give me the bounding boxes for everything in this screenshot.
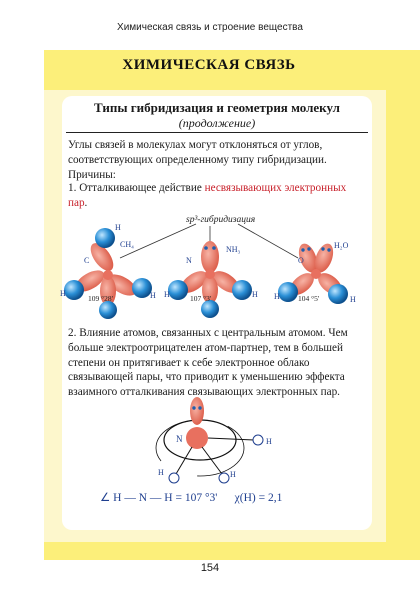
hydrogen-atom (201, 300, 219, 318)
hydrogen-atom (168, 280, 188, 300)
ch4-angle: 109 °28' (88, 294, 114, 303)
angle-formula-line: ∠ H — N — H = 107 °3' χ(H) = 2,1 (100, 490, 360, 504)
orbital-lobe (202, 276, 218, 304)
page-number: 154 (200, 562, 220, 574)
lone-pair-orbital (201, 241, 219, 273)
lone-pair-electron (327, 248, 331, 252)
nh3-h-left: H (164, 290, 170, 299)
hydrogen-atom (278, 282, 298, 302)
hydrogen-atom (328, 284, 348, 304)
nh3-formula: NH₃ (226, 245, 241, 254)
lone-pair-electron (204, 246, 208, 250)
section-subtitle: (продолжение) (178, 116, 256, 130)
molecule-ch4: CH₄ C H H H 109 °28' (60, 223, 156, 319)
molecule-h2o: H₂O O H H 104 °5' (274, 241, 356, 304)
intro-paragraph: Углы связей в молекулах могут отклонятьс… (68, 139, 327, 181)
h2o-formula: H₂O (334, 241, 349, 250)
chapter-banner (44, 50, 420, 90)
molecule-nh3: NH₃ N H H 107 °3' (164, 241, 258, 318)
ch4-center-symbol: C (84, 256, 89, 265)
nh3-h-right: H (252, 290, 258, 299)
h2o-center-symbol: O (298, 256, 304, 265)
angle-formula: ∠ H — N — H = 107 °3' (100, 492, 218, 504)
lone-pair-electron (301, 248, 305, 252)
central-atom (205, 269, 215, 279)
bond-line (207, 437, 255, 441)
reason-item-2: 2. Влияние атомов, связанных с центральн… (68, 327, 348, 399)
orbital-lobe (100, 276, 116, 306)
bottom-band (44, 542, 420, 560)
central-atom (311, 269, 321, 279)
title-rule (66, 132, 368, 133)
h-left-label: H (158, 468, 164, 477)
formula-spacer (217, 492, 234, 504)
hybrid-label: sp³-гибридизация (186, 214, 255, 225)
electronegativity-formula: χ(H) = 2,1 (234, 492, 283, 504)
hydrogen-atom (232, 280, 252, 300)
center-n-label: N (176, 434, 183, 444)
label-line-left (119, 223, 197, 259)
lone-pair-electron (321, 247, 325, 251)
lone-pair-electron (192, 406, 196, 410)
ch4-h-left: H (60, 289, 66, 298)
lone-pair-electron (212, 246, 216, 250)
reason-item-1-highlight: несвязывающих электронных пар (68, 182, 347, 209)
reason-item-1: 1. Отталкивающее действие несвязывающих … (68, 181, 368, 211)
lone-pair-electron (198, 406, 202, 410)
hydrogen-atom (64, 280, 84, 300)
ch4-h-top: H (115, 223, 121, 232)
hydrogen-atom (132, 278, 152, 298)
h2o-angle: 104 °5' (298, 294, 320, 303)
h-bottom-label: H (230, 470, 236, 479)
hydrogen-atom (99, 301, 117, 319)
section-title: Типы гибридизация и геометрия молекул (94, 100, 340, 115)
hydrogen-atom (218, 472, 230, 484)
nh3-angle: 107 °3' (190, 294, 212, 303)
chapter-title: ХИМИЧЕСКАЯ СВЯЗЬ (122, 57, 296, 73)
orbit-arc (155, 419, 245, 477)
hydrogen-atom (168, 472, 180, 484)
orbital-lobe (90, 243, 114, 271)
ch4-formula: CH₄ (120, 240, 134, 249)
orbital-lobe (107, 274, 137, 296)
ammonia-orbit-figure: N H H H (155, 397, 272, 484)
hydrogen-atom (252, 434, 264, 446)
label-line-right (237, 223, 299, 259)
bond-line (201, 446, 223, 475)
h-right-label: H (266, 437, 272, 446)
hydrogen-atom (95, 228, 115, 248)
bond-line (175, 446, 193, 475)
ch4-h-right: H (150, 291, 156, 300)
running-head: Химическая связь и строение вещества (117, 22, 303, 33)
reason-item-1-suffix: . (84, 196, 88, 209)
lone-pair-orbital (190, 397, 204, 425)
h2o-h-left: H (274, 292, 280, 301)
h2o-h-right: H (350, 295, 356, 304)
central-atom-n (186, 427, 208, 449)
side-band (386, 90, 420, 560)
reason-item-1-prefix: 1. Отталкивающее действие (68, 182, 205, 194)
nh3-center-symbol: N (186, 256, 192, 265)
lone-pair-electron (307, 247, 311, 251)
central-atom (103, 270, 113, 280)
